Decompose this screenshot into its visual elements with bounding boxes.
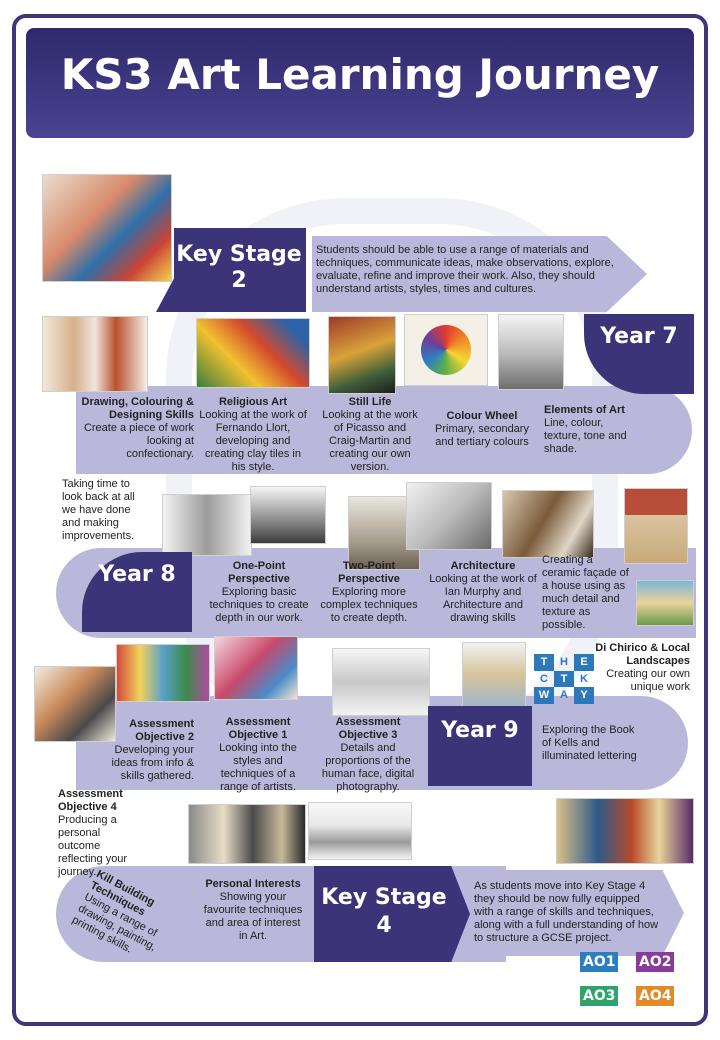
key-stage-4-label: Key Stage 4 [321,885,447,938]
ao-badge: AO4 [636,986,675,1006]
ian-murphy-photo [502,490,594,558]
year-8-badge: Year 8 [82,552,192,632]
ao-badge: AO2 [636,952,675,972]
road-band-ks4-text [468,870,684,956]
personal-portrait-worksheet [308,802,412,860]
title-banner: KS3 Art Learning Journey [26,28,694,138]
portrait-artwork-photo [214,636,298,700]
key-stage-4-text: As students move into Key Stage 4 they s… [474,880,659,944]
reflection-text: Taking time to look back at all we have … [62,478,135,542]
portrait-worksheet-photo [462,642,526,708]
year8-item-two-point: Two-Point Perspective Exploring more com… [316,560,422,625]
year9-item-ao4-heading: Assessment Objective 4 [58,788,123,813]
eyes-drawing-photo [332,648,430,716]
year8-item-architecture-heading: Architecture [450,560,516,572]
artist-portraits-photo [116,644,210,702]
road-band-year7 [76,386,692,474]
poster-frame: KS3 Art Learning Journey Key Stage 2 Stu… [12,14,708,1026]
ceramic-house-photo [624,488,688,564]
year7-item-religious-art-heading: Religious Art [218,396,288,408]
year-8-label: Year 8 [98,562,176,587]
year9-item-personal-interests-text: Showing your favourite techniques and ar… [203,891,303,942]
year8-item-two-point-text: Exploring more complex techniques to cre… [320,586,418,624]
year7-item-religious-art: Religious Art Looking at the work of Fer… [198,396,308,474]
ctk-cell: E [574,654,594,671]
geometric-shapes-photo [162,494,252,556]
ctk-cell: T [534,654,554,671]
key-stage-4-badge: Key Stage 4 [314,866,470,962]
year7-item-still-life-heading: Still Life [348,396,392,408]
ctk-cell: C [540,672,548,685]
year9-item-ao4-text: Producing a personal outcome reflecting … [58,814,128,878]
year9-item-ao1-heading: Assessment Objective 1 [225,716,291,741]
year7-item-drawing: Drawing, Colouring & Designing Skills Cr… [80,396,194,461]
year7-item-still-life-text: Looking at the work of Picasso and Craig… [322,409,418,473]
the-ctk-way-logo: T H E C T K W A Y [534,654,594,704]
year-7-label: Year 7 [600,324,678,349]
year9-item-personal-interests: Personal Interests Showing your favourit… [200,878,306,943]
year7-item-drawing-heading: Drawing, Colouring & Designing Skills [81,396,194,421]
year9-item-personal-interests-heading: Personal Interests [205,878,301,890]
year9-item-ao4: Assessment Objective 4 Producing a perso… [58,788,140,879]
ctk-cell: K [580,672,588,685]
ctk-cell: A [560,689,568,702]
key-stage-2-text: Students should be able to use a range o… [316,244,614,295]
ctk-cell: T [554,670,574,688]
still-life-photo [328,316,396,394]
year8-item-di-chirico-heading: Di Chirico & Local Landscapes [595,642,690,667]
year-9-badge: Year 9 [428,706,532,786]
year9-item-ao1-text: Looking into the styles and techniques o… [219,742,297,793]
year9-item-ao3-text: Details and proportions of the human fac… [321,742,415,793]
illuminated-letters-photo [556,798,694,864]
year7-item-still-life: Still Life Looking at the work of Picass… [322,396,418,474]
year8-item-architecture: Architecture Looking at the work of Ian … [428,560,538,625]
key-stage-2-label: Key Stage 2 [176,242,302,293]
year8-item-one-point-heading: One-Point Perspective [228,560,290,585]
child-painting-photo [42,174,172,282]
railway-perspective-photo [250,486,326,544]
religious-art-photo [196,318,310,388]
architecture-drawing-photo [406,482,492,550]
year8-item-architecture-text: Looking at the work of Ian Murphy and Ar… [429,573,537,624]
year9-item-ao1: Assessment Objective 1 Looking into the … [206,716,310,794]
year8-item-di-chirico: Di Chirico & Local Landscapes Creating o… [594,642,690,694]
ctk-cell: W [534,687,554,704]
ao-badges-grid: AO1 AO2 AO3 AO4 [580,952,692,1018]
colour-wheel-photo [404,314,488,386]
year9-item-book-of-kells: Exploring the Book of Kells and illumina… [542,724,637,762]
landscape-painting-photo [636,580,694,626]
year7-item-elements: Elements of Art Line, colour, texture, t… [544,404,640,456]
ao-badge: AO1 [580,952,619,972]
year7-item-religious-art-text: Looking at the work of Fernando Llort, d… [199,409,307,473]
page-title: KS3 Art Learning Journey [60,50,660,99]
year8-item-ceramic: Creating a ceramic façade of a house usi… [542,554,629,631]
key-stage-2-badge: Key Stage 2 [156,228,306,312]
year9-item-ao3-heading: Assessment Objective 3 [335,716,401,741]
ctk-cell: Y [574,687,594,704]
year9-item-ao2: Assessment Objective 2 Developing your i… [98,718,194,783]
year9-item-ao2-heading: Assessment Objective 2 [129,718,194,743]
year9-item-ao2-text: Developing your ideas from info & skills… [111,744,194,782]
road-band-ks2 [312,236,647,312]
year-9-label: Year 9 [441,718,519,743]
ice-cream-drawing-photo [42,316,148,392]
artist-collage-photo [188,804,306,864]
sketchbook-page-photo [34,666,116,742]
year7-item-colour-wheel-heading: Colour Wheel [446,410,518,422]
year8-item-one-point: One-Point Perspective Exploring basic te… [208,560,310,625]
ctk-cell: H [560,656,568,668]
year7-item-drawing-text: Create a piece of work looking at confec… [83,422,194,460]
year8-item-di-chirico-text: Creating our own unique work [606,668,690,693]
year7-item-elements-heading: Elements of Art [544,404,625,416]
year7-item-colour-wheel-text: Primary, secondary and tertiary colours [435,423,529,448]
year9-item-ao3: Assessment Objective 3 Details and propo… [316,716,420,794]
year8-item-one-point-text: Exploring basic techniques to create dep… [209,586,309,624]
ao-badge: AO3 [580,986,619,1006]
year7-item-elements-text: Line, colour, texture, tone and shade. [544,417,627,455]
year8-item-two-point-heading: Two-Point Perspective [338,560,400,585]
elements-sketch-photo [498,314,564,390]
year7-item-colour-wheel: Colour Wheel Primary, secondary and tert… [430,410,534,449]
